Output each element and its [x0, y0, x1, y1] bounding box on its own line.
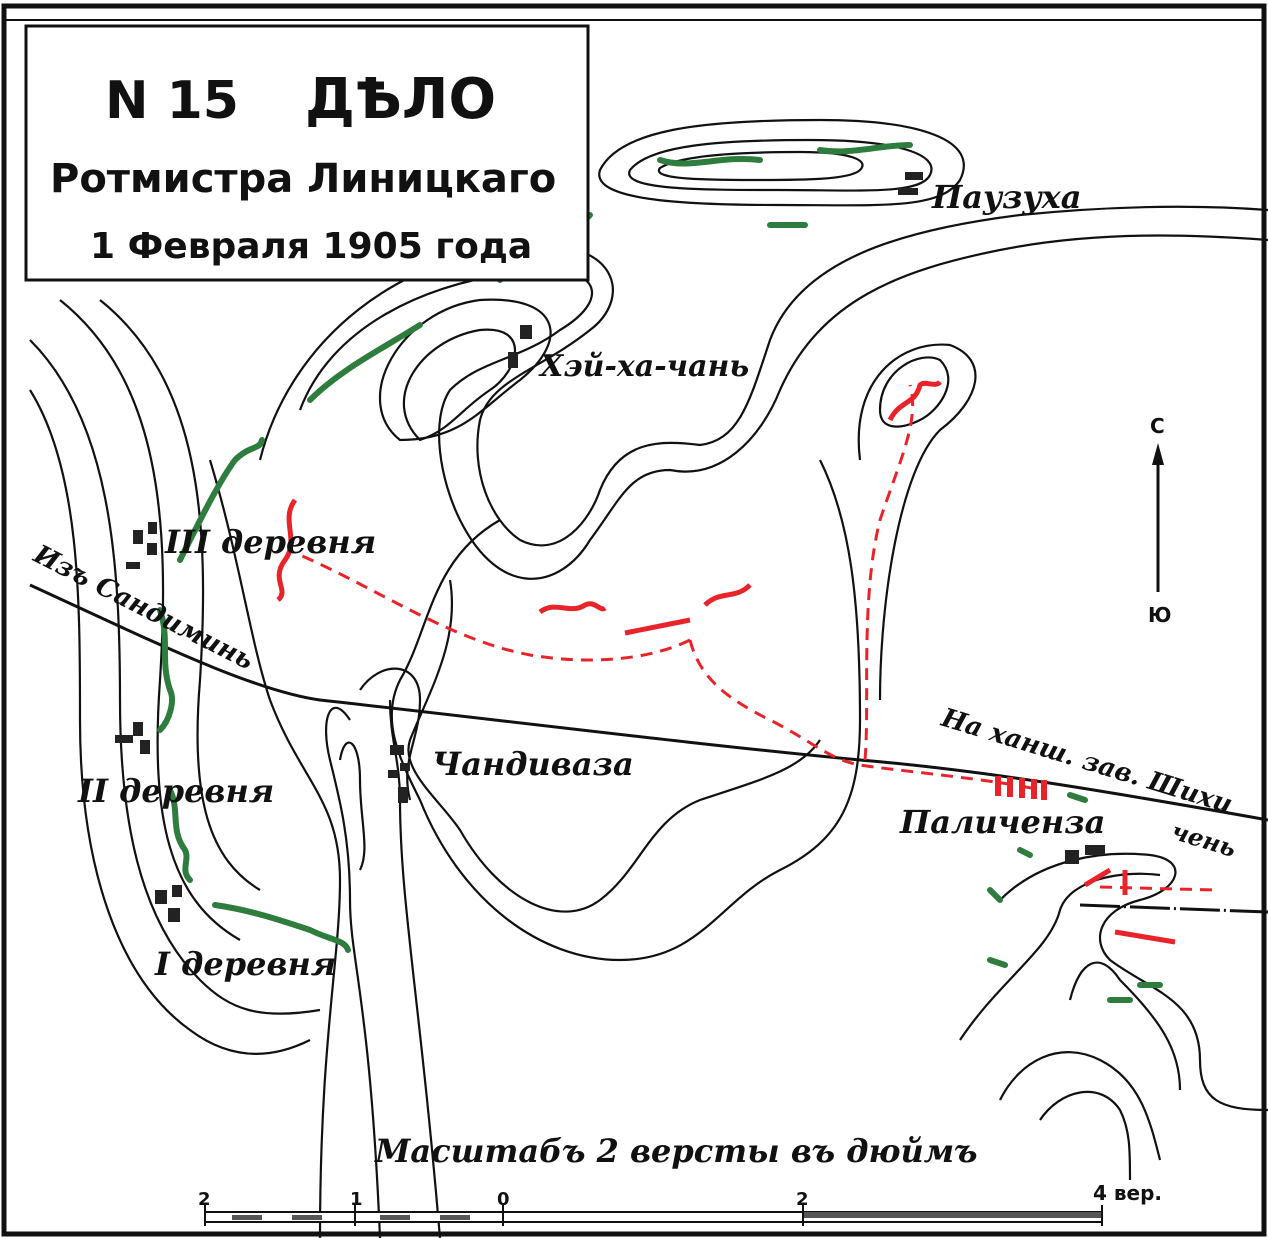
- map-subtitle: Ротмистра Линицкаго: [50, 156, 556, 202]
- label-village-2: II деревня: [77, 772, 274, 810]
- scale-tick-4: 4 вер.: [1093, 1181, 1162, 1205]
- label-hei-ha-chan: Хэй-ха-чань: [538, 349, 749, 384]
- label-chandivaza: Чандиваза: [432, 745, 634, 783]
- label-road-to-east-2: чень: [1168, 816, 1239, 863]
- label-pauzukha: Паузуха: [931, 178, 1081, 216]
- road-palichenza: [1079, 903, 1268, 914]
- map-border: [1, 3, 1267, 1237]
- compass-north: С: [1150, 414, 1165, 438]
- title-box: N 15 ДѢЛО Ротмистра Линицкаго 1 Февраля …: [24, 24, 590, 282]
- russian-movements: [276, 380, 1216, 945]
- scale-caption: Масштабъ 2 версты въ дюймъ: [374, 1132, 977, 1170]
- scale-tick-2-left: 2: [198, 1189, 211, 1210]
- contour-lines: [29, 118, 1268, 1238]
- compass-south: Ю: [1148, 603, 1171, 627]
- japanese-positions: [157, 142, 1163, 1003]
- compass: С Ю: [1148, 414, 1171, 627]
- village-buildings: [115, 172, 1105, 922]
- map-number: N 15: [105, 71, 239, 131]
- label-village-3: III деревня: [164, 523, 376, 561]
- north-arrow-icon: [1152, 443, 1164, 465]
- map-date: 1 Февраля 1905 года: [90, 226, 532, 267]
- label-palichenza: Паличенза: [899, 803, 1105, 841]
- scale-tick-2-right: 2: [796, 1189, 809, 1210]
- scale-tick-0: 0: [497, 1189, 510, 1210]
- map-heading: ДѢЛО: [305, 67, 496, 132]
- scale-bar: Масштабъ 2 версты въ дюймъ 2 1 0 2 4 вер…: [198, 1132, 1162, 1226]
- scale-tick-1: 1: [350, 1189, 363, 1210]
- label-village-1: I деревня: [154, 945, 336, 983]
